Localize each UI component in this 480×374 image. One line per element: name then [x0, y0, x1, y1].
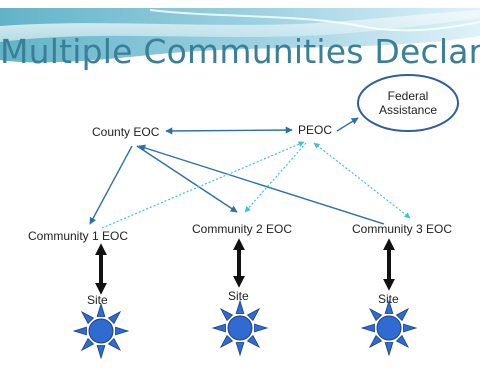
page-title: Multiple Communities Declare: [0, 32, 480, 71]
site-icons: [72, 299, 418, 360]
federal-line2: Assistance: [378, 103, 438, 117]
peoc-federal-arrow: [336, 117, 359, 132]
county-community3-arrow: [138, 144, 385, 225]
peoc-community3-arrow: [313, 142, 411, 219]
county-peoc-arrow: [165, 126, 293, 135]
community-1-eoc-label: Community 1 EOC: [28, 229, 129, 243]
site-arrows: [95, 238, 395, 295]
federal-assistance-label: Federal Assistance: [358, 89, 458, 117]
peoc-label: PEOC: [298, 123, 333, 137]
site-1-label: Site: [87, 293, 108, 307]
county-eoc-label: County EOC: [92, 125, 160, 139]
county-community2-arrow: [136, 145, 238, 213]
community-2-eoc-label: Community 2 EOC: [192, 222, 293, 236]
site-3-label: Site: [378, 292, 399, 306]
peoc-community2-arrow: [244, 142, 307, 213]
site-burst-icon: [360, 299, 418, 357]
community1-peoc-arrow: [101, 141, 305, 229]
site-burst-icon: [72, 302, 130, 360]
site-2-label: Site: [228, 289, 249, 303]
county-community1-arrow: [89, 145, 133, 225]
community-3-eoc-label: Community 3 EOC: [352, 222, 453, 236]
federal-line1: Federal: [387, 89, 429, 103]
dotted-arrows: [101, 141, 411, 229]
title-banner: [0, 8, 480, 63]
site-burst-icon: [211, 299, 269, 357]
federal-assistance-ellipse: [357, 74, 459, 132]
